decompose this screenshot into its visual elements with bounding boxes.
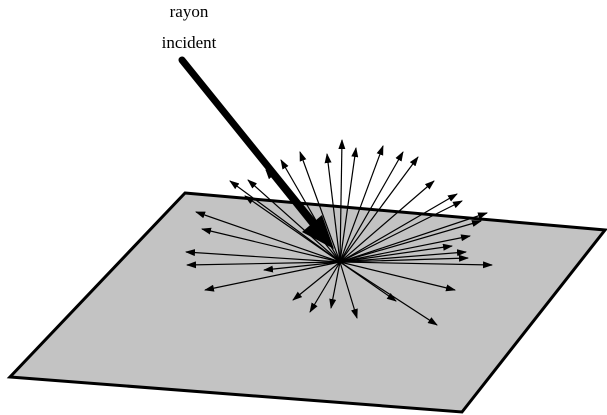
reflected-ray	[229, 180, 341, 263]
reflected-ray	[338, 139, 346, 263]
reflected-ray	[265, 169, 341, 263]
incident-ray-label-line2: incident	[162, 33, 217, 52]
reflected-ray	[185, 249, 341, 263]
reflected-ray	[244, 195, 341, 263]
reflected-ray	[339, 156, 419, 263]
reflected-ray	[339, 220, 482, 263]
reflected-ray	[339, 261, 493, 269]
reflected-ray	[329, 261, 341, 309]
reflected-ray	[263, 261, 341, 273]
reflected-rays	[185, 139, 493, 326]
reflected-ray	[339, 200, 463, 263]
reflected-ray	[339, 193, 458, 263]
reflected-ray	[339, 261, 358, 319]
reflected-ray	[339, 261, 456, 292]
reflected-ray	[195, 211, 341, 263]
reflected-ray	[339, 261, 438, 326]
reflecting-surface	[6, 191, 607, 414]
reflected-ray	[201, 227, 341, 263]
reflected-ray	[247, 179, 341, 263]
reflected-ray	[339, 234, 471, 263]
incident-ray	[178, 56, 334, 249]
reflected-ray	[339, 249, 467, 263]
reflected-ray	[324, 153, 341, 263]
reflected-ray	[339, 243, 453, 263]
incident-ray-shaft	[178, 56, 320, 230]
incident-ray-arrowhead	[302, 215, 334, 249]
reflected-ray	[204, 261, 341, 292]
reflected-ray	[339, 151, 404, 263]
incident-ray-label-line1: rayon	[170, 2, 209, 21]
reflected-ray	[339, 254, 469, 263]
reflected-ray	[309, 261, 341, 313]
reflected-ray	[292, 261, 341, 301]
reflected-ray	[186, 261, 341, 269]
reflected-ray	[339, 145, 384, 263]
reflected-ray	[339, 180, 435, 263]
reflected-ray	[299, 151, 341, 263]
reflected-ray	[339, 147, 359, 263]
reflected-ray	[339, 212, 488, 263]
